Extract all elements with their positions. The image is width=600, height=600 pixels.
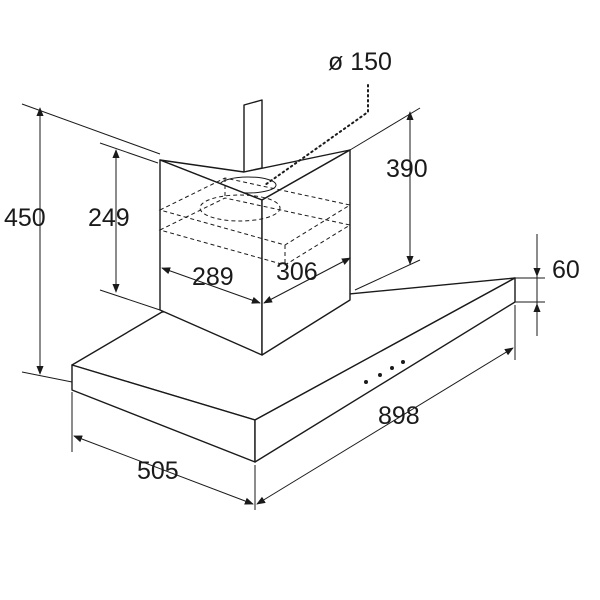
control-button-3 <box>390 366 394 370</box>
control-button-2 <box>378 373 382 377</box>
chimney <box>159 99 351 356</box>
total-height-label: 450 <box>4 204 46 232</box>
dim-chimney-height <box>99 142 161 311</box>
canopy-depth-label: 505 <box>137 457 179 485</box>
chimney-height-label: 249 <box>88 204 130 232</box>
dim-chimney-upper <box>349 107 421 291</box>
chimney-depth-label: 306 <box>276 258 318 286</box>
canopy-width-label: 898 <box>378 402 420 430</box>
control-button-1 <box>364 380 368 384</box>
dim-total-height <box>21 103 161 383</box>
chimney-upper-label: 390 <box>386 155 428 183</box>
duct-diameter-label: ø 150 <box>328 48 392 76</box>
dim-canopy-thickness <box>515 234 545 336</box>
dim-chimney-width <box>159 240 261 310</box>
chimney-back <box>243 99 263 173</box>
chimney-width-label: 289 <box>192 263 234 291</box>
canopy-thickness-label: 60 <box>552 256 580 284</box>
control-button-4 <box>401 360 405 364</box>
dim-canopy-width <box>256 305 516 505</box>
dim-canopy-depth <box>71 392 256 510</box>
duct-centerline <box>264 84 369 186</box>
dim-chimney-depth <box>263 257 351 304</box>
